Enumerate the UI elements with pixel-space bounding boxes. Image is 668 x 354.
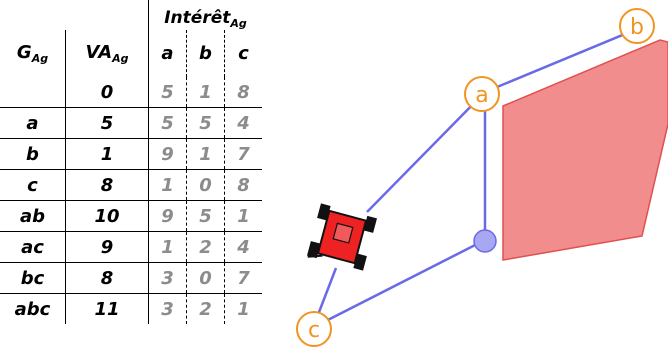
cell-va: 0	[65, 77, 149, 108]
cell-va: 8	[65, 169, 149, 201]
cell-a: 1	[148, 169, 187, 201]
cell-b: 0	[186, 169, 225, 201]
cell-g: c	[0, 169, 66, 201]
cell-c: 1	[224, 293, 262, 324]
cell-c: 7	[224, 262, 262, 294]
column-header-b: b	[186, 30, 225, 77]
empty-corner	[65, 0, 149, 30]
cell-b: 1	[186, 77, 225, 108]
table-row: b 1 9 1 7	[0, 138, 262, 170]
column-header-a: a	[161, 43, 174, 64]
cell-c: 4	[224, 107, 262, 139]
table-row: ab 10 9 5 1	[0, 200, 262, 232]
column-header-g-sub: Ag	[31, 52, 49, 65]
column-header-g-text: G	[16, 42, 32, 63]
node-a: a	[464, 76, 500, 112]
edge-robot-c	[314, 267, 338, 321]
cell-c: 1	[224, 200, 262, 232]
table-row: bc 8 3 0 7	[0, 262, 262, 294]
cell-b: 5	[186, 200, 225, 232]
edge-a-b	[484, 27, 638, 94]
edge-junction-c	[315, 238, 486, 328]
cell-b: 0	[186, 262, 225, 294]
table-row: c 8 1 0 8	[0, 169, 262, 201]
cell-b: 2	[186, 231, 225, 263]
node-b-label: b	[630, 15, 644, 40]
cell-a: 3	[148, 293, 187, 324]
cell-b: 2	[186, 293, 225, 324]
node-a-label: a	[475, 83, 488, 108]
edge-a-robot	[366, 91, 486, 213]
table-row: ac 9 1 2 4	[0, 231, 262, 263]
cell-va: 8	[65, 262, 149, 294]
column-header-va-text: VA	[85, 42, 113, 63]
interest-header-text: Intérêt	[164, 8, 231, 28]
cell-c: 8	[237, 81, 250, 103]
column-header-g: GAg	[0, 30, 66, 77]
cell-a: 9	[148, 138, 187, 170]
cell-c: 8	[224, 169, 262, 201]
cell-a: 5	[148, 107, 187, 139]
coalition-table: IntérêtAg GAg VAAg a b c 0 5 1 8 a 5 5 5…	[0, 0, 262, 324]
node-b: b	[619, 8, 655, 44]
cell-c: 4	[224, 231, 262, 263]
interest-header: IntérêtAg	[149, 0, 263, 30]
robot-icon	[307, 203, 377, 271]
cell-va: 11	[65, 293, 149, 324]
cell-g: b	[0, 138, 66, 170]
cell-a: 9	[148, 200, 187, 232]
cell-g: ac	[0, 231, 66, 263]
cell-a: 5	[161, 81, 174, 103]
table-row: 0 5 1 8	[0, 77, 262, 108]
cell-a: 1	[148, 231, 187, 263]
cell-b: 5	[186, 107, 225, 139]
interest-header-sub: Ag	[230, 17, 247, 30]
cell-b: 1	[186, 138, 225, 170]
cell-va: 10	[65, 200, 149, 232]
cell-c: 7	[224, 138, 262, 170]
column-header-va-sub: Ag	[112, 52, 129, 65]
cell-g: bc	[0, 262, 66, 294]
column-header-va: VAAg	[65, 30, 149, 77]
cell-g: ab	[0, 200, 66, 232]
cell-a: 3	[148, 262, 187, 294]
table-row: a 5 5 5 4	[0, 107, 262, 139]
cell-va: 1	[65, 138, 149, 170]
table-row: abc 11 3 2 1	[0, 293, 262, 324]
node-c-label: c	[308, 318, 320, 343]
cell-va: 5	[65, 107, 149, 139]
junction-node	[473, 229, 497, 253]
column-header-c: c	[238, 43, 249, 64]
cell-g: abc	[0, 293, 66, 324]
cell-g: a	[0, 107, 66, 139]
cell-va: 9	[65, 231, 149, 263]
shaded-region	[502, 39, 668, 261]
node-c: c	[296, 311, 332, 347]
